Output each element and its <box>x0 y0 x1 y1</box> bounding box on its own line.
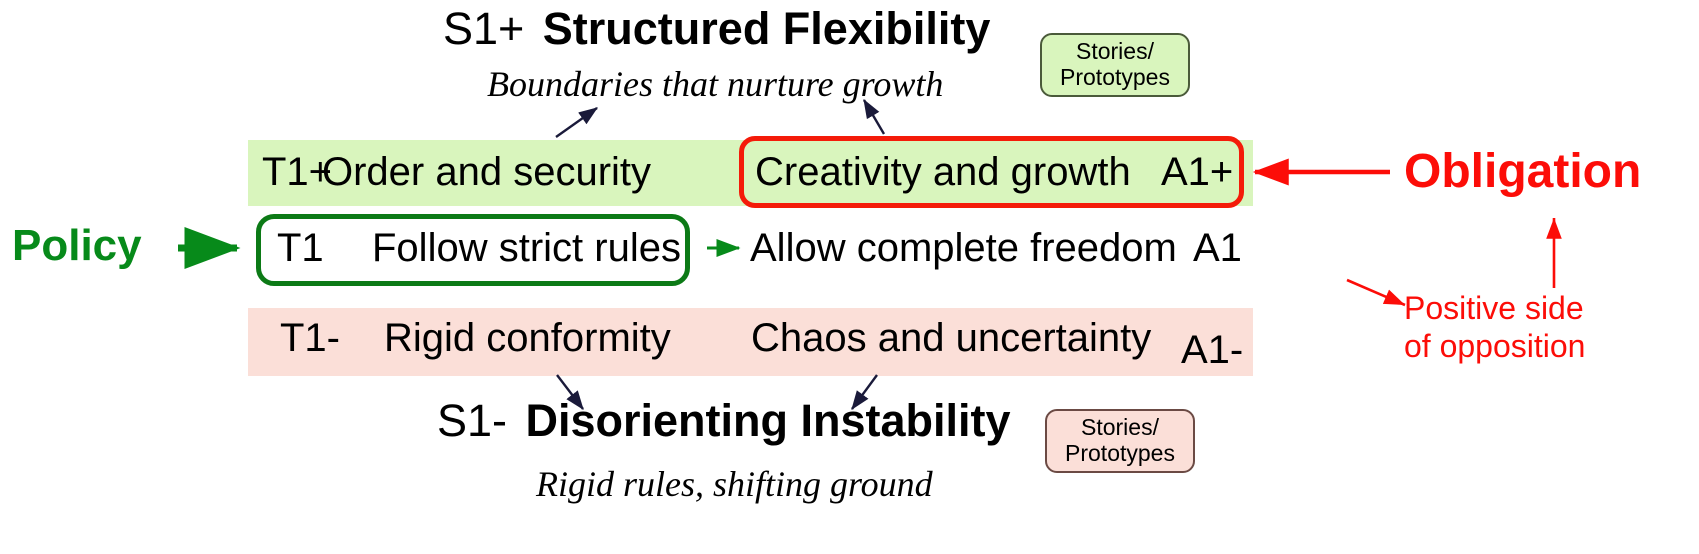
top-stories-prototypes-badge[interactable]: Stories/ Prototypes <box>1040 33 1190 97</box>
row-positive-right-code: A1+ <box>1161 150 1234 194</box>
bottom-stories-prototypes-badge[interactable]: Stories/ Prototypes <box>1045 409 1195 473</box>
policy-highlight-box[interactable] <box>256 214 690 286</box>
policy-label: Policy <box>12 221 142 270</box>
top-subtitle: Boundaries that nurture growth <box>487 64 944 104</box>
row-neutral-right-label: Allow complete freedom <box>750 226 1177 270</box>
row-positive-right-label: Creativity and growth <box>755 150 1131 194</box>
bottom-subtitle: Rigid rules, shifting ground <box>536 464 933 504</box>
row-neutral-right-code: A1 <box>1193 226 1242 270</box>
top-heading-title: Structured Flexibility <box>542 3 991 54</box>
top-badge-line2: Prototypes <box>1060 64 1170 90</box>
positive-side-annotation: Positive side of opposition <box>1404 290 1585 366</box>
row-positive-left-code: T1+ <box>262 150 333 194</box>
top-right-leader-arrow <box>862 98 886 135</box>
negative-band <box>248 308 1253 376</box>
top-heading-code: S1+ <box>443 3 525 54</box>
top-badge-line1: Stories/ <box>1076 38 1154 65</box>
bottom-heading: S1- Disorienting Instability <box>437 398 1011 443</box>
row-negative-left-label: Rigid conformity <box>384 316 671 360</box>
row-neutral-left-code: T1 <box>277 226 324 270</box>
obligation-label: Obligation <box>1404 145 1642 198</box>
top-heading: S1+ Structured Flexibility <box>443 6 990 51</box>
row-negative-right-code: A1- <box>1181 328 1244 372</box>
positive-side-line2: of opposition <box>1404 327 1586 364</box>
row-negative-right-label: Chaos and uncertainty <box>751 316 1152 360</box>
a1-positive-side-leader-arrow <box>1346 278 1406 307</box>
positive-side-line1: Positive side <box>1404 290 1584 326</box>
bottom-heading-title: Disorienting Instability <box>525 395 1011 446</box>
bottom-badge-line1: Stories/ <box>1081 414 1159 441</box>
row-negative-left-code: T1- <box>280 316 340 360</box>
row-positive-left-label: Order and security <box>322 150 652 194</box>
bottom-badge-line2: Prototypes <box>1065 440 1175 466</box>
row-neutral-left-label: Follow strict rules <box>372 226 681 270</box>
bottom-heading-code: S1- <box>437 395 508 446</box>
obligation-highlight-box[interactable] <box>739 136 1244 208</box>
top-left-leader-arrow <box>555 107 598 138</box>
